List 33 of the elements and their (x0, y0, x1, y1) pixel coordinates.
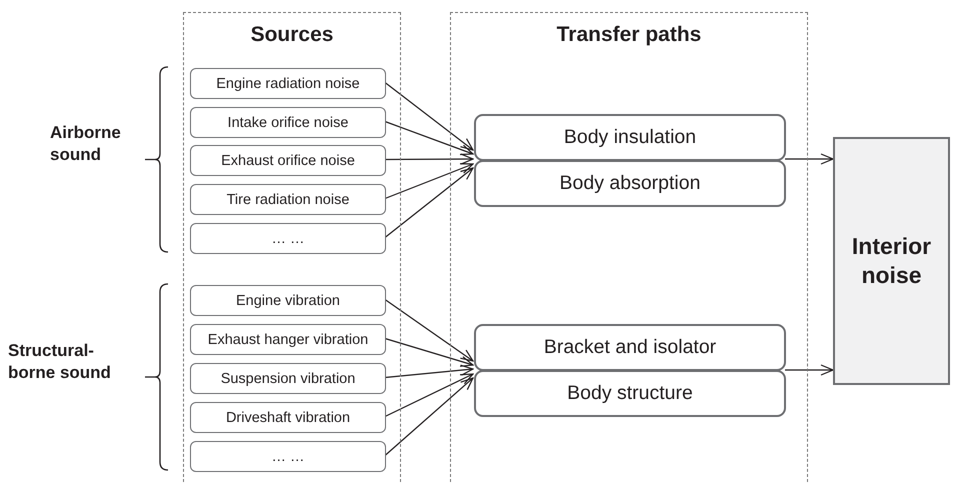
source-box: Suspension vibration (190, 363, 386, 394)
arrow (385, 153, 474, 165)
arrow (384, 299, 474, 362)
source-box: Exhaust hanger vibration (190, 324, 386, 355)
arrow (384, 120, 474, 156)
source-box: Exhaust orifice noise (190, 145, 386, 176)
group-label: Airborne sound (50, 122, 122, 166)
arrow (384, 338, 474, 367)
source-box: Intake orifice noise (190, 107, 386, 138)
arrow (384, 167, 474, 238)
panel-heading: Transfer paths (556, 23, 702, 47)
transfer-paths-panel (450, 12, 808, 483)
arrow (384, 377, 474, 456)
path-box: Bracket and isolator (474, 324, 786, 371)
arrow (785, 364, 834, 376)
sources-panel (183, 12, 401, 483)
path-box: Body absorption (474, 160, 786, 207)
path-box: Body insulation (474, 114, 786, 161)
source-box: … … (190, 223, 386, 254)
source-box: … … (190, 441, 386, 472)
arrow (785, 153, 834, 165)
source-box: Driveshaft vibration (190, 402, 386, 433)
arrow (384, 163, 474, 200)
arrow (384, 364, 474, 378)
arrow (384, 373, 474, 418)
source-box: Tire radiation noise (190, 184, 386, 215)
panel-heading: Sources (250, 23, 334, 47)
arrow (384, 82, 474, 151)
result-box: Interior noise (833, 137, 950, 385)
path-box: Body structure (474, 370, 786, 417)
source-box: Engine vibration (190, 285, 386, 316)
source-box: Engine radiation noise (190, 68, 386, 99)
group-label: Structural-borne sound (8, 340, 112, 384)
